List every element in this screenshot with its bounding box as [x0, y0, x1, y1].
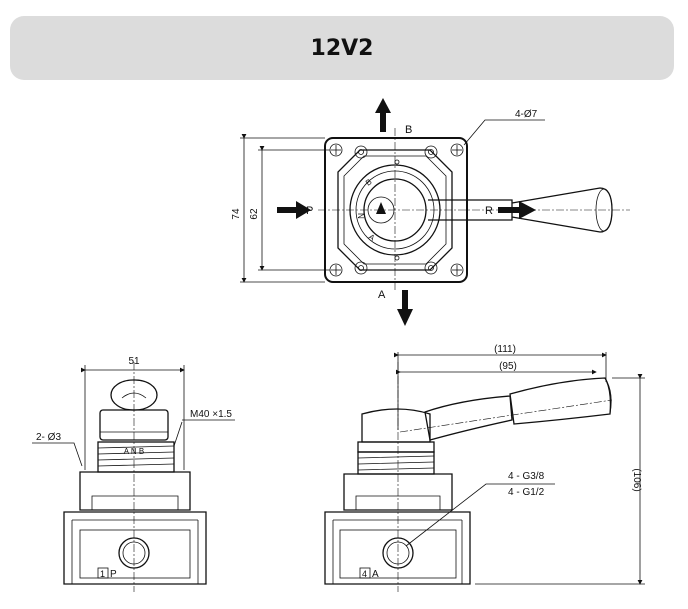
- port-hole: [382, 537, 414, 569]
- handle-hub: [363, 178, 427, 242]
- port-leader-line: [405, 483, 555, 547]
- inner-frame-lip: [343, 155, 447, 265]
- port-label-a: A: [378, 289, 386, 301]
- dimension-51: 51: [128, 356, 140, 367]
- upper-shoulder: [79, 471, 191, 511]
- arrow-right-icon: [277, 201, 311, 219]
- port-hole: [118, 537, 150, 569]
- bolt-icon: [329, 263, 343, 277]
- hub-bore: [367, 196, 395, 224]
- port-callout-1: 4 - G3/8: [508, 471, 545, 482]
- hole-callout: 4-Ø7: [515, 109, 538, 120]
- base-block: [324, 511, 471, 585]
- port-label: P: [110, 569, 117, 580]
- hole-callout: 2- Ø3: [36, 432, 61, 443]
- svg-text:A: A: [367, 232, 377, 243]
- port-label-r: R: [485, 205, 493, 217]
- pointer-icon: [376, 202, 386, 214]
- dimension-106: (106): [631, 468, 642, 491]
- knob-body: [99, 409, 169, 441]
- front-view: 51 A N B M40 ×1.5 2- Ø3 1 P: [32, 356, 235, 592]
- base-block: [63, 511, 207, 585]
- dimension-111: (111): [494, 344, 516, 355]
- dimension-95: (95): [499, 361, 517, 372]
- dimension-74: 74: [231, 208, 242, 220]
- screw-mark-bottom: [394, 255, 400, 261]
- dimension-62: 62: [249, 208, 260, 220]
- port-label-p: P: [306, 205, 313, 217]
- lever-grip-end: [595, 188, 613, 232]
- arrow-right-icon: [498, 201, 536, 219]
- rotary-disc-inner: [355, 170, 435, 250]
- hole-leader-line: [463, 119, 545, 146]
- svg-text:N: N: [356, 213, 365, 219]
- port-label: A: [372, 569, 379, 580]
- port-number-box: [97, 567, 109, 579]
- bolt-icon: [450, 143, 464, 157]
- port-face: [339, 529, 457, 579]
- valve-body-outline: [324, 137, 468, 283]
- cap-ring: [357, 441, 435, 453]
- port-label-b: B: [405, 124, 412, 136]
- top-view: B N A: [231, 98, 630, 326]
- title-bar: 12V2: [10, 16, 674, 80]
- side-view: (111) (95) (106) 4 A 4 - G3/8 4 -: [324, 344, 645, 592]
- svg-text:B: B: [364, 177, 374, 187]
- screw-icon: [354, 145, 438, 275]
- lever-arm: [424, 395, 513, 441]
- arrow-up-icon: [375, 98, 391, 132]
- page-title: 12V2: [310, 35, 374, 61]
- arrow-down-icon: [397, 290, 413, 326]
- knob-marks: A N B: [124, 447, 144, 456]
- rotary-disc: [349, 164, 441, 256]
- port-callout-2: 4 - G1/2: [508, 487, 545, 498]
- thread-callout: M40 ×1.5: [190, 409, 232, 420]
- bolt-icon: [329, 143, 343, 157]
- lever-grip: [509, 377, 612, 425]
- port-number: 1: [100, 569, 105, 579]
- screw-mark-top: [394, 159, 400, 165]
- port-number-box: [359, 567, 371, 579]
- port-number: 4: [362, 569, 367, 579]
- port-face: [79, 529, 191, 579]
- bolt-icon: [450, 263, 464, 277]
- handle-cap: [361, 408, 431, 443]
